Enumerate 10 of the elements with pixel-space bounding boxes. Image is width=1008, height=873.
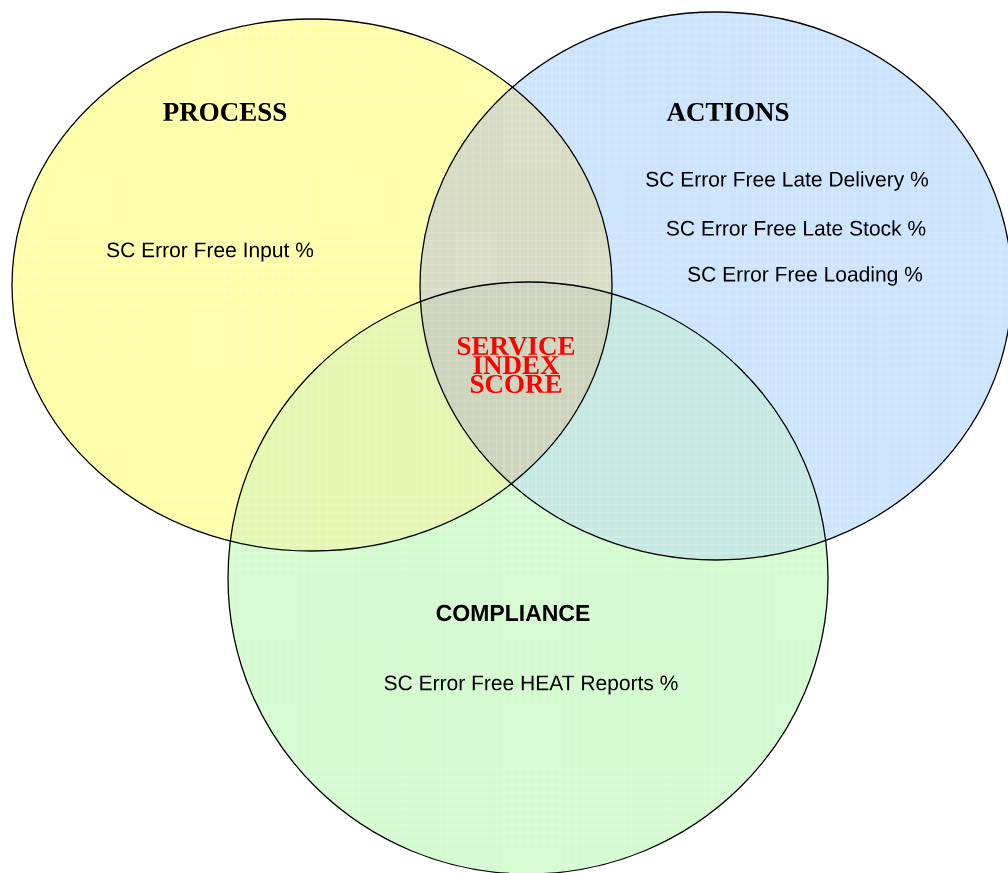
- circle-heading: ACTIONS: [666, 102, 789, 122]
- circle-heading: PROCESS: [163, 102, 287, 122]
- metric-text: SC Error Free Late Delivery %: [646, 171, 928, 191]
- circle-heading: COMPLIANCE: [436, 604, 590, 622]
- metric-text: SC Error Free HEAT Reports %: [384, 675, 678, 695]
- metric-text: SC Error Free Late Stock %: [666, 220, 926, 236]
- metric-text: SC Error Free Loading %: [688, 266, 923, 286]
- venn-circle: [11, 18, 613, 552]
- center-label: SERVICE INDEX SCORE: [457, 336, 575, 394]
- metric-text: SC Error Free Input %: [107, 242, 314, 262]
